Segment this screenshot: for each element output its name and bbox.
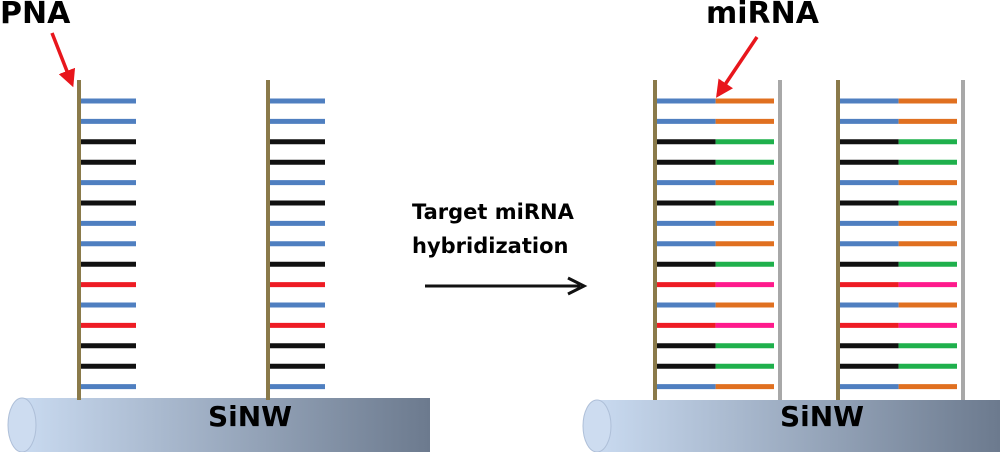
strand-layer: [77, 80, 965, 400]
pna-pointer-arrow: [50, 32, 76, 88]
nanowire-right-label: SiNW: [779, 400, 865, 433]
step-caption-line1: Target miRNA: [412, 200, 574, 224]
pna-label: PNA: [0, 0, 71, 31]
nanowire-left: [7, 397, 430, 452]
nanowire-left-label: SiNW: [207, 400, 293, 433]
step-caption-line2: hybridization: [412, 234, 569, 258]
step-caption: Target miRNA hybridization: [412, 195, 574, 263]
mirna-pointer-arrow: [716, 36, 759, 98]
mirna-label: miRNA: [706, 0, 819, 31]
process-arrow: [425, 276, 588, 296]
nanowire-right: [582, 399, 1000, 452]
